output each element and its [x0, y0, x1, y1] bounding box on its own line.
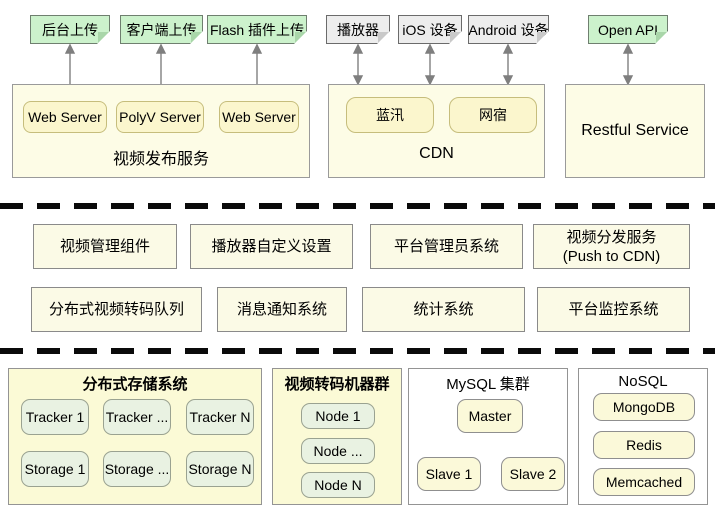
note-client-upload: 客户端上传	[120, 15, 203, 44]
box-label: Storage N	[188, 461, 252, 477]
container-cdn: 蓝汛 网宿 CDN	[328, 84, 545, 178]
box-label: Tracker N	[189, 409, 251, 425]
separator-dashed-bottom	[0, 348, 715, 354]
box-mysql-slave-1: Slave 1	[417, 457, 481, 491]
folded-corner	[191, 32, 202, 43]
box-label: 平台监控系统	[568, 301, 659, 318]
box-video-management: 视频管理组件	[33, 224, 177, 269]
folded-corner	[656, 32, 667, 43]
container-publish-service: Web Server PolyV Server Web Server 视频发布服…	[12, 84, 310, 178]
box-tracker-dots: Tracker ...	[103, 399, 171, 435]
note-label: 后台上传	[42, 21, 98, 38]
box-label: Node N	[314, 477, 362, 493]
note-label: Flash 插件上传	[209, 21, 305, 38]
box-mongodb: MongoDB	[593, 393, 695, 421]
box-node-1: Node 1	[301, 403, 375, 429]
box-storage-dots: Storage ...	[103, 451, 171, 487]
box-web-server-2: Web Server	[219, 101, 299, 133]
box-label: 视频管理组件	[59, 238, 150, 255]
box-player-custom-settings: 播放器自定义设置	[190, 224, 353, 269]
note-ios-device: iOS 设备	[398, 15, 462, 44]
box-label: Slave 2	[509, 466, 557, 482]
box-label: 网宿	[479, 107, 507, 123]
folded-corner	[537, 32, 548, 43]
box-label: Tracker 1	[25, 409, 85, 425]
folded-corner	[295, 32, 306, 43]
box-label: Slave 1	[425, 466, 473, 482]
note-flash-plugin-upload: Flash 插件上传	[207, 15, 307, 44]
box-tracker-n: Tracker N	[186, 399, 254, 435]
box-storage-1: Storage 1	[21, 451, 89, 487]
box-message-notification-system: 消息通知系统	[217, 287, 347, 332]
double-arrow	[622, 43, 634, 86]
container-restful-service: Restful Service	[565, 84, 705, 178]
box-label-line2: (Push to CDN)	[562, 247, 661, 265]
box-label: Redis	[626, 437, 662, 453]
box-platform-admin-system: 平台管理员系统	[370, 224, 523, 269]
box-label: Memcached	[605, 474, 683, 490]
distributed-storage-title: 分布式存储系统	[82, 376, 188, 393]
box-label: 统计系统	[413, 301, 474, 318]
box-label-line1: 视频分发服务	[566, 228, 657, 246]
folded-corner	[98, 32, 109, 43]
double-arrow	[352, 43, 364, 86]
box-label: Node 1	[315, 408, 361, 424]
box-label: Tracker ...	[105, 409, 169, 425]
double-arrow	[502, 43, 514, 86]
transcode-cluster-title: 视频转码机器群	[284, 376, 390, 393]
folded-corner	[378, 32, 389, 43]
box-platform-monitoring-system: 平台监控系统	[537, 287, 690, 332]
separator-dashed-top	[0, 203, 715, 209]
box-cdn-wangsu: 网宿	[449, 97, 537, 133]
box-storage-n: Storage N	[186, 451, 254, 487]
note-player: 播放器	[326, 15, 390, 44]
box-label: Web Server	[28, 109, 102, 125]
folded-corner	[450, 32, 461, 43]
container-transcode-cluster: 视频转码机器群 Node 1 Node ... Node N	[272, 368, 402, 505]
box-label: 平台管理员系统	[393, 238, 499, 255]
mysql-cluster-title: MySQL 集群	[446, 376, 530, 393]
box-mysql-slave-2: Slave 2	[501, 457, 565, 491]
note-open-api: Open API	[588, 15, 668, 44]
box-label: 蓝汛	[376, 107, 404, 123]
box-tracker-1: Tracker 1	[21, 399, 89, 435]
restful-service-label: Restful Service	[581, 122, 689, 139]
box-label: MongoDB	[612, 399, 676, 415]
box-label: Web Server	[222, 109, 296, 125]
box-label: 分布式视频转码队列	[48, 301, 184, 318]
box-cdn-lanxun: 蓝汛	[346, 97, 434, 133]
box-node-dots: Node ...	[301, 438, 375, 464]
container-distributed-storage: 分布式存储系统 Tracker 1 Tracker ... Tracker N …	[8, 368, 262, 505]
container-mysql-cluster: MySQL 集群 Master Slave 1 Slave 2	[408, 368, 568, 505]
note-label: Open API	[598, 21, 658, 38]
cdn-title: CDN	[419, 145, 454, 162]
box-video-distribution-service: 视频分发服务 (Push to CDN)	[533, 224, 690, 269]
note-label: Android 设备	[468, 21, 549, 38]
nosql-title: NoSQL	[618, 373, 668, 390]
note-label: 播放器	[337, 21, 379, 38]
note-android-device: Android 设备	[468, 15, 549, 44]
container-nosql: NoSQL MongoDB Redis Memcached	[578, 368, 708, 505]
box-distributed-transcode-queue: 分布式视频转码队列	[31, 287, 202, 332]
double-arrow	[424, 43, 436, 86]
box-label: PolyV Server	[119, 109, 201, 125]
box-redis: Redis	[593, 431, 695, 459]
note-label: 客户端上传	[126, 21, 197, 38]
note-label: iOS 设备	[402, 21, 458, 38]
note-backend-upload: 后台上传	[30, 15, 110, 44]
box-mysql-master: Master	[457, 399, 523, 433]
box-web-server-1: Web Server	[23, 101, 107, 133]
box-label: Storage 1	[24, 461, 86, 477]
publish-service-title: 视频发布服务	[112, 151, 209, 168]
box-memcached: Memcached	[593, 468, 695, 496]
box-label: Storage ...	[104, 461, 170, 477]
box-label: Node ...	[313, 443, 363, 459]
box-label: Master	[468, 408, 512, 424]
box-label: 消息通知系统	[236, 301, 327, 318]
box-statistics-system: 统计系统	[362, 287, 525, 332]
box-polyv-server: PolyV Server	[116, 101, 204, 133]
box-label: 播放器自定义设置	[211, 238, 332, 255]
box-node-n: Node N	[301, 472, 375, 498]
